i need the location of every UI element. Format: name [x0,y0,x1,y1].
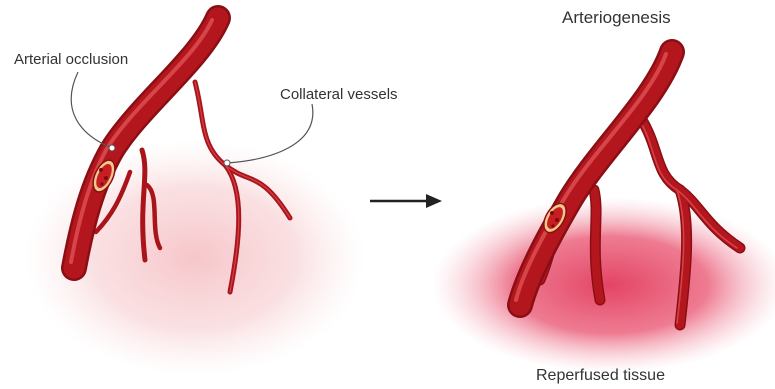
left-panel [25,18,365,376]
arteriogenesis-title: Arteriogenesis [562,8,671,28]
reperfused-tissue-area [432,197,775,373]
arterial-occlusion-label: Arterial occlusion [14,51,128,68]
right-panel [432,52,775,373]
reperfused-tissue-label: Reperfused tissue [536,367,665,385]
occlusion-pointer-dot [109,145,115,151]
transition-arrow [370,194,442,208]
collateral-vessels-label: Collateral vessels [280,86,398,103]
collateral-pointer-dot [224,160,230,166]
